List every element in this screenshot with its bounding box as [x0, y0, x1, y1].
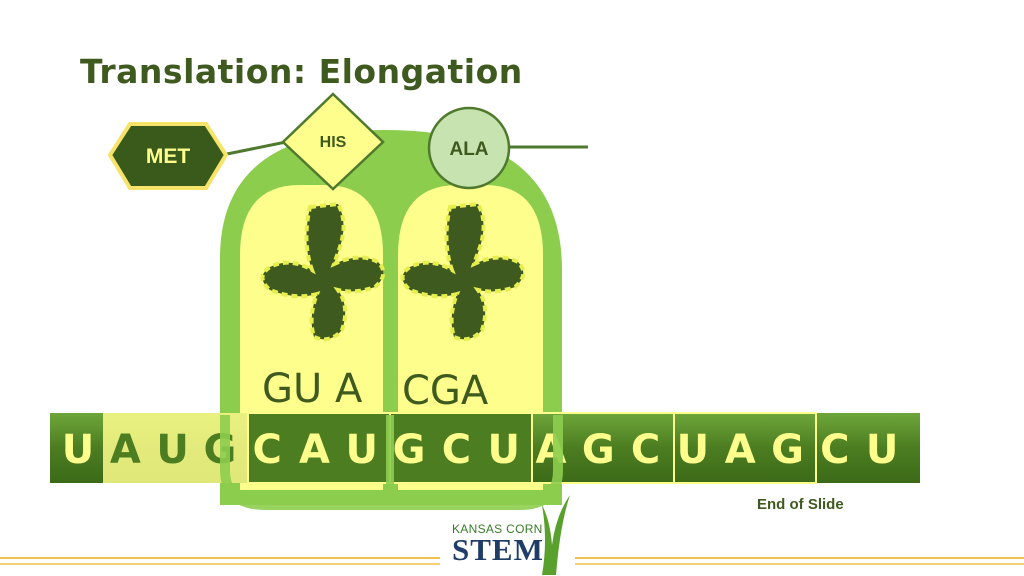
mrna-base: C — [442, 427, 471, 473]
mrna-base: U — [62, 427, 94, 473]
mrna-base: U — [156, 427, 188, 473]
mrna-base: A — [299, 427, 330, 473]
amino-acid-met: MET — [107, 122, 229, 190]
trna-left — [260, 201, 386, 342]
trna-cloverleaf-icon — [260, 201, 386, 342]
diamond-icon — [281, 92, 385, 191]
hexagon-icon — [107, 122, 229, 190]
codon-box — [673, 412, 817, 484]
mrna-base: A — [725, 427, 756, 473]
mrna-base: U — [866, 427, 898, 473]
anticodon-left: GU A — [262, 366, 363, 412]
amino-acid-his: HIS — [281, 92, 385, 191]
trna-cloverleaf-icon — [400, 201, 526, 342]
mrna-base: G — [393, 427, 426, 473]
mrna-base: U — [346, 427, 378, 473]
bond-met-his — [221, 140, 287, 157]
trna-right — [400, 201, 526, 342]
logo-kansas-corn: KANSAS CORN — [452, 522, 543, 536]
mrna-base: U — [677, 427, 709, 473]
logo-stem: STEM — [452, 532, 544, 567]
circle-icon — [427, 106, 511, 190]
mrna-base: G — [203, 427, 236, 473]
mrna-base: U — [487, 427, 519, 473]
codon-box — [247, 412, 391, 484]
mrna-base: C — [631, 427, 660, 473]
amino-acid-label: HIS — [320, 134, 347, 151]
mrna-base: C — [253, 427, 282, 473]
end-of-slide-label: End of Slide — [757, 496, 844, 513]
corn-stalk-icon — [542, 495, 570, 575]
mrna-base: C — [820, 427, 849, 473]
amino-acid-label: MET — [146, 145, 191, 168]
corn-leaf — [542, 495, 570, 575]
footer-lines — [0, 557, 1024, 565]
mrna-base: A — [110, 427, 141, 473]
mrna-base: G — [771, 427, 804, 473]
amino-acid-label: ALA — [449, 139, 488, 160]
amino-acid-ala: ALA — [427, 106, 511, 190]
mrna-base: G — [582, 427, 615, 473]
anticodon-right: CGA — [402, 368, 489, 414]
slide-title: Translation: Elongation — [80, 52, 523, 91]
